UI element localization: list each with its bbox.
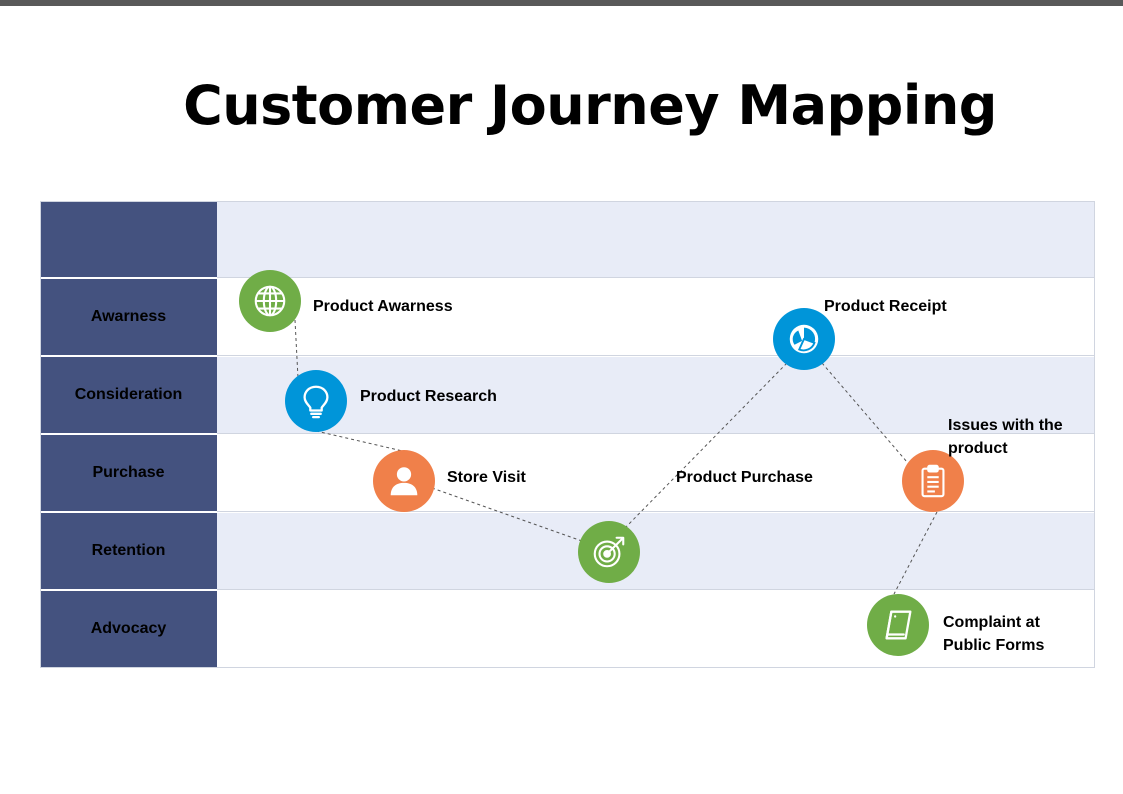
row-band-header (217, 201, 1095, 278)
step-node-product-purchase (578, 521, 640, 583)
step-node-store-visit (373, 450, 435, 512)
notebook-icon (885, 610, 912, 640)
step-label: Product Receipt (824, 298, 947, 315)
row-label-advocacy: Advocacy (40, 591, 217, 668)
step-label-line: Complaint at (943, 614, 1040, 631)
step-node-product-research (285, 370, 347, 432)
row-label-text: Advocacy (90, 620, 167, 637)
step-label-multiline: Complaint at Public Forms (943, 611, 1044, 657)
row-label-text: Consideration (74, 386, 183, 403)
row-label-retention: Retention (40, 513, 217, 590)
row-band-advocacy (217, 591, 1095, 668)
step-label-line: Issues with the (948, 417, 1063, 434)
step-node-product-awareness (239, 270, 301, 332)
row-band-awareness (217, 279, 1095, 356)
connector (294, 319, 299, 379)
step-label-line: product (948, 440, 1008, 457)
globe-icon (254, 285, 286, 317)
connector (624, 363, 787, 529)
step-node-issues (902, 450, 964, 512)
row-label-consideration: Consideration (40, 357, 217, 434)
page-title: Customer Journey Mapping (183, 74, 997, 137)
connector (821, 362, 908, 463)
journey-grid: Awarness Consideration Purchase Retentio… (40, 201, 1095, 668)
step-node-product-receipt (773, 308, 835, 370)
connector (431, 487, 583, 542)
person-icon (390, 467, 418, 496)
connector (893, 511, 938, 595)
step-label: Product Awarness (313, 298, 453, 315)
row-label-text: Retention (91, 542, 166, 559)
pie-chart-icon (789, 324, 819, 354)
lightbulb-icon (303, 385, 329, 419)
step-node-complaint (867, 594, 929, 656)
step-label-line: Public Forms (943, 637, 1045, 654)
row-label-header (40, 201, 217, 278)
step-label: Store Visit (447, 469, 526, 486)
clipboard-icon (921, 464, 945, 498)
step-label: Product Research (360, 388, 497, 405)
step-label-multiline: Issues with the product (948, 414, 1063, 460)
row-label-text: Purchase (92, 464, 165, 481)
target-icon (593, 536, 625, 568)
top-bar (0, 0, 1123, 6)
row-band-consideration (217, 357, 1095, 434)
row-band-retention (217, 513, 1095, 590)
step-label: Product Purchase (676, 469, 813, 486)
row-label-awareness: Awarness (40, 279, 217, 356)
row-label-text: Awarness (90, 308, 167, 325)
row-label-purchase: Purchase (40, 435, 217, 512)
